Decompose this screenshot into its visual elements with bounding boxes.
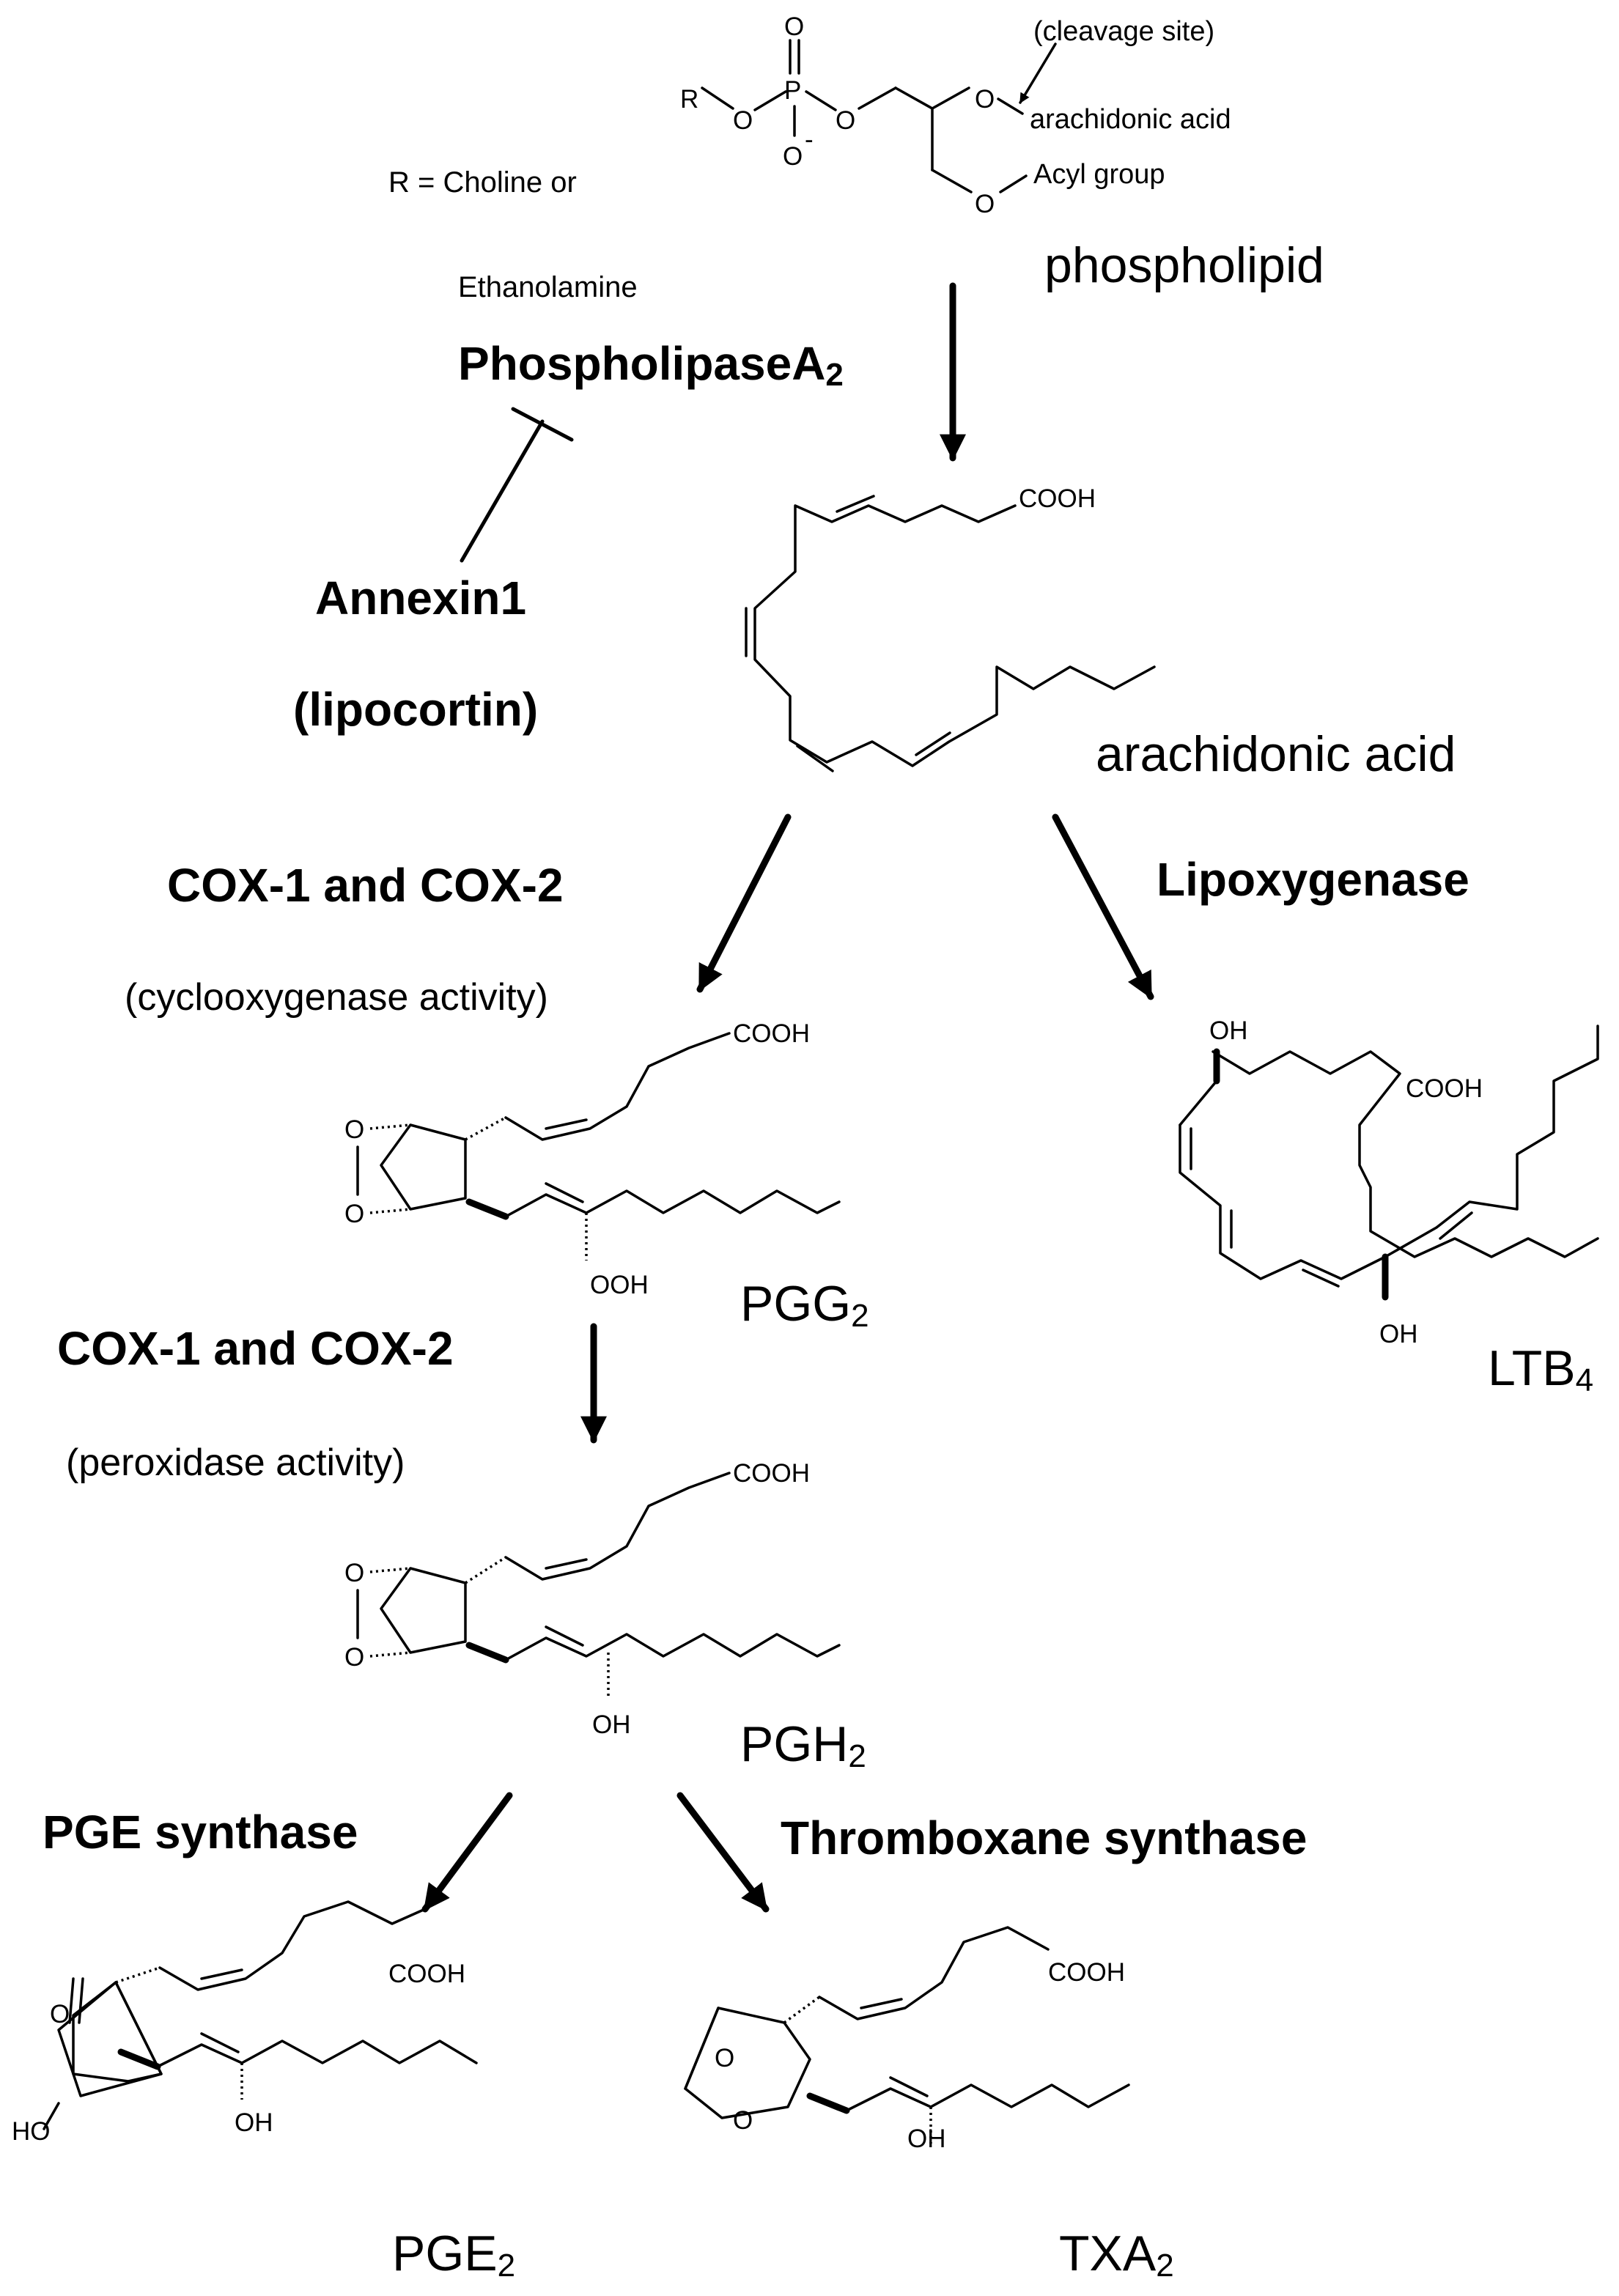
pge-synthase-label: PGE synthase: [43, 1806, 358, 1858]
pgg2-ooh: OOH: [590, 1271, 649, 1299]
arachidonic-acid-structure: COOH arachidonic acid: [745, 484, 1456, 782]
pgg2-cooh: COOH: [733, 1019, 810, 1048]
pgh2-name: PGH2: [740, 1716, 866, 1774]
r-definition-line1: R = Choline or: [388, 166, 577, 199]
thromboxane-synthase-label: Thromboxane synthase: [781, 1812, 1307, 1864]
pge2-structure: O COOH OH HO PGE2: [12, 1900, 515, 2284]
txa2-cooh: COOH: [1048, 1958, 1125, 1987]
pgg2-structure: O O COOH OOH PGG2: [344, 1019, 869, 1334]
phosphoryl-o: O: [784, 12, 804, 41]
ltb4-name: LTB4: [1488, 1340, 1593, 1398]
txa2-bridge-o: O: [715, 2044, 734, 2072]
pge2-keto-o: O: [50, 2000, 70, 2029]
annexin-inhibition-line: [460, 419, 545, 563]
sn2-o: O: [975, 85, 995, 114]
annexin-inhibition-bar: [511, 407, 574, 442]
r-atom: R: [680, 85, 698, 114]
txa2-structure: O O COOH OH TXA2: [684, 1926, 1174, 2284]
cleavage-site-note: (cleavage site): [1033, 16, 1214, 47]
pge2-name: PGE2: [392, 2226, 515, 2284]
ltb4-structure: OH OH COOH LTB4: [1179, 1016, 1599, 1398]
cox-cyclo-arrow: [696, 813, 792, 993]
pge2-cooh: COOH: [388, 1960, 465, 1988]
sn1-acyl-group-label: Acyl group: [1033, 159, 1165, 190]
thromboxane-synthase-arrow: [676, 1792, 770, 1913]
phospholipid-structure: R O P O O - O O O (cleavage site) arachi…: [388, 12, 1324, 303]
pgh2-ring-o-bottom: O: [344, 1643, 364, 1672]
phospholipase-a2-label: PhospholipaseA2: [458, 337, 844, 393]
arachidonic-acid-cooh: COOH: [1019, 484, 1096, 513]
txa2-oh: OH: [907, 2125, 946, 2153]
lipoxygenase-arrow: [1052, 813, 1154, 1000]
ltb4-oh-top: OH: [1209, 1016, 1248, 1045]
ltb4-cooh: COOH: [1406, 1074, 1483, 1103]
minus-charge: -: [805, 125, 814, 154]
lipoxygenase-label: Lipoxygenase: [1157, 853, 1469, 906]
sn2-arachidonic-acid-label: arachidonic acid: [1030, 104, 1231, 135]
phosphate-o-minus: O: [783, 142, 803, 171]
phospholipid-title: phospholipid: [1044, 237, 1324, 293]
txa2-name: TXA2: [1059, 2226, 1174, 2284]
pgh2-oh: OH: [592, 1710, 631, 1739]
pgh2-cooh: COOH: [733, 1459, 810, 1488]
cyclooxygenase-activity-note: (cyclooxygenase activity): [125, 976, 548, 1019]
pge2-ho: HO: [12, 2117, 51, 2146]
r-definition-line2: Ethanolamine: [458, 271, 638, 303]
lipocortin-label: (lipocortin): [293, 683, 538, 736]
peroxidase-activity-note: (peroxidase activity): [66, 1442, 405, 1484]
sn1-o: O: [975, 190, 995, 218]
pgh2-structure: O O COOH OH PGH2: [344, 1459, 866, 1774]
ltb4-oh-bottom: OH: [1379, 1320, 1418, 1348]
annexin1-label: Annexin1: [315, 572, 526, 624]
txa2-ring-o: O: [733, 2106, 753, 2135]
cox-peroxidase-title: COX-1 and COX-2: [57, 1322, 454, 1375]
pge-synthase-arrow: [421, 1792, 513, 1913]
phosphorus-atom: P: [784, 76, 801, 105]
pge2-oh: OH: [235, 2108, 273, 2137]
ester-o-1: O: [733, 106, 753, 135]
pgg2-ring-o-top: O: [344, 1115, 364, 1144]
pgg2-ring-o-bottom: O: [344, 1200, 364, 1228]
cox-cyclooxygenase-title: COX-1 and COX-2: [167, 859, 564, 912]
ester-o-2: O: [836, 106, 855, 135]
pgg2-name: PGG2: [740, 1276, 869, 1334]
pgh2-ring-o-top: O: [344, 1559, 364, 1587]
arachidonic-acid-title: arachidonic acid: [1096, 726, 1456, 782]
